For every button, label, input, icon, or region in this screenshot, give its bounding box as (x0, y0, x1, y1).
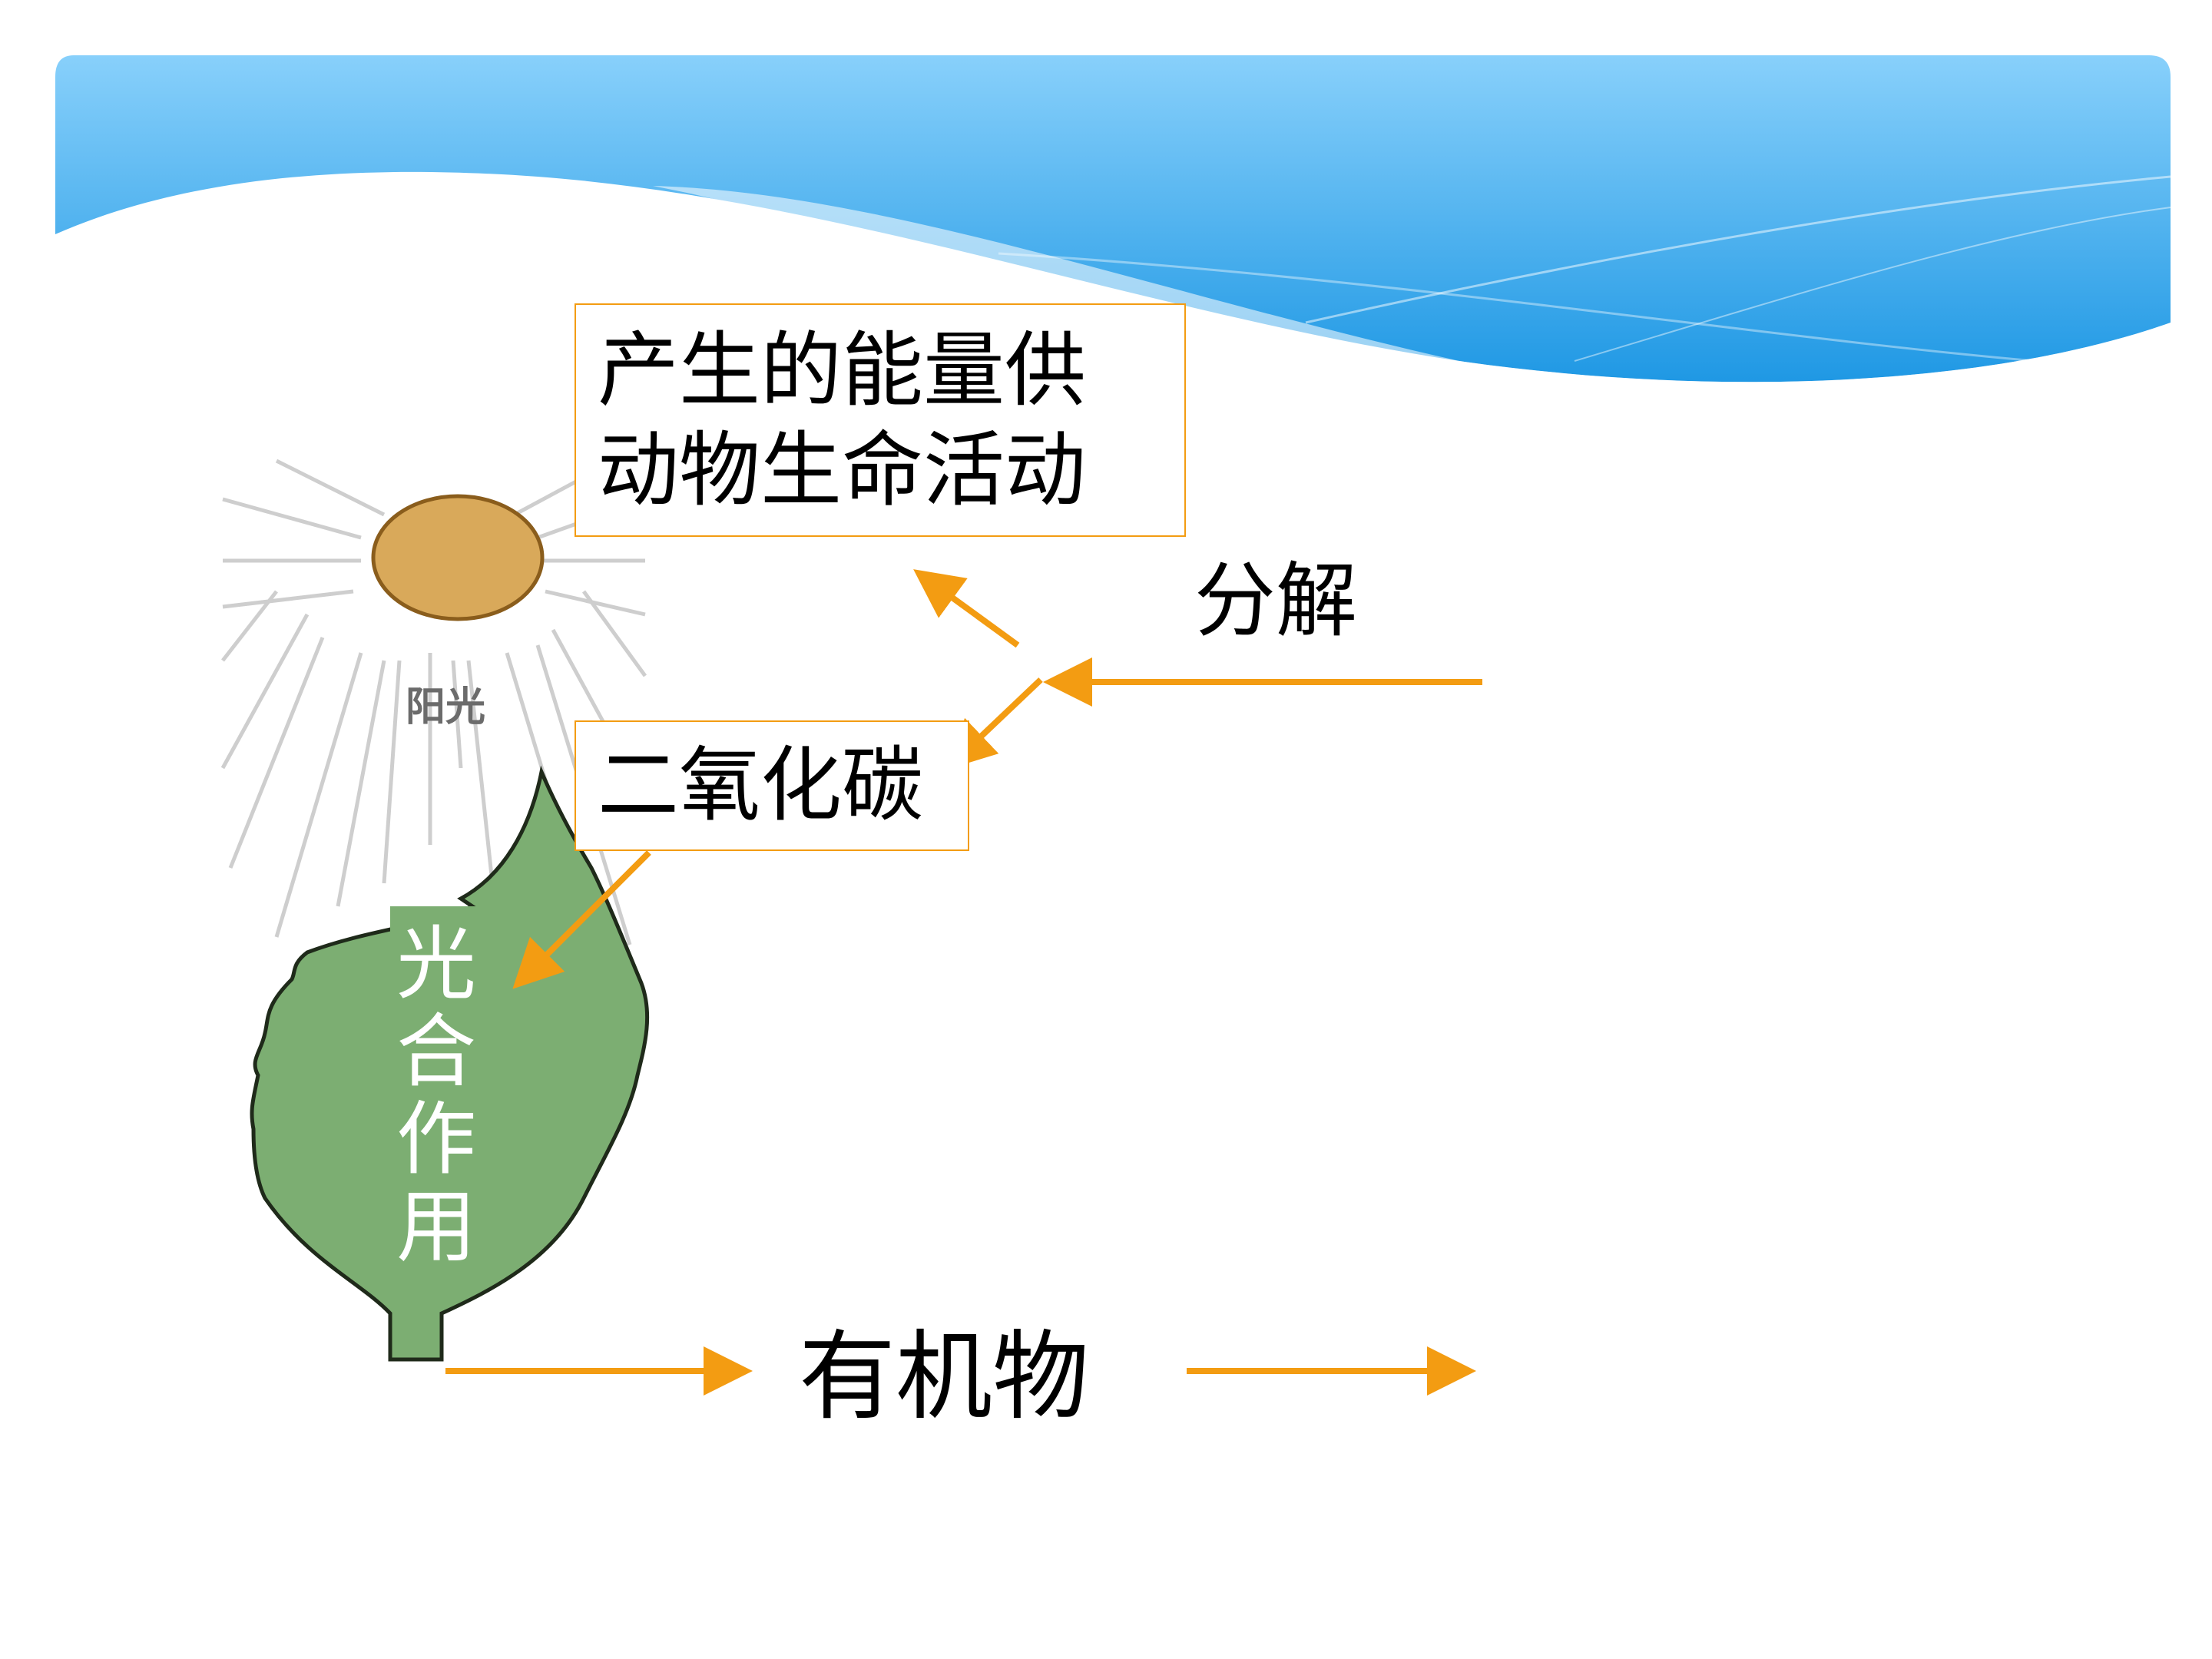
sun-icon (371, 494, 545, 621)
organic-matter-label: 有机物 (799, 1320, 1089, 1433)
arrow-to-co2 (945, 677, 1043, 770)
photosynthesis-label-bg (390, 906, 482, 1275)
co2-label: 二氧化碳 (598, 738, 923, 833)
energy-box (575, 303, 1186, 537)
arrow-to-energy (913, 569, 1020, 648)
energy-box-line1: 产生的能量供 (598, 323, 1086, 418)
photosynthesis-label: 光合作用 (396, 917, 476, 1273)
co2-box (575, 720, 969, 851)
decompose-label: 分解 (1194, 554, 1357, 648)
energy-box-line2: 动物生命活动 (598, 423, 1086, 518)
sunlight-label: 阳光 (406, 684, 486, 730)
arrow-co2-to-leaf (512, 850, 651, 989)
